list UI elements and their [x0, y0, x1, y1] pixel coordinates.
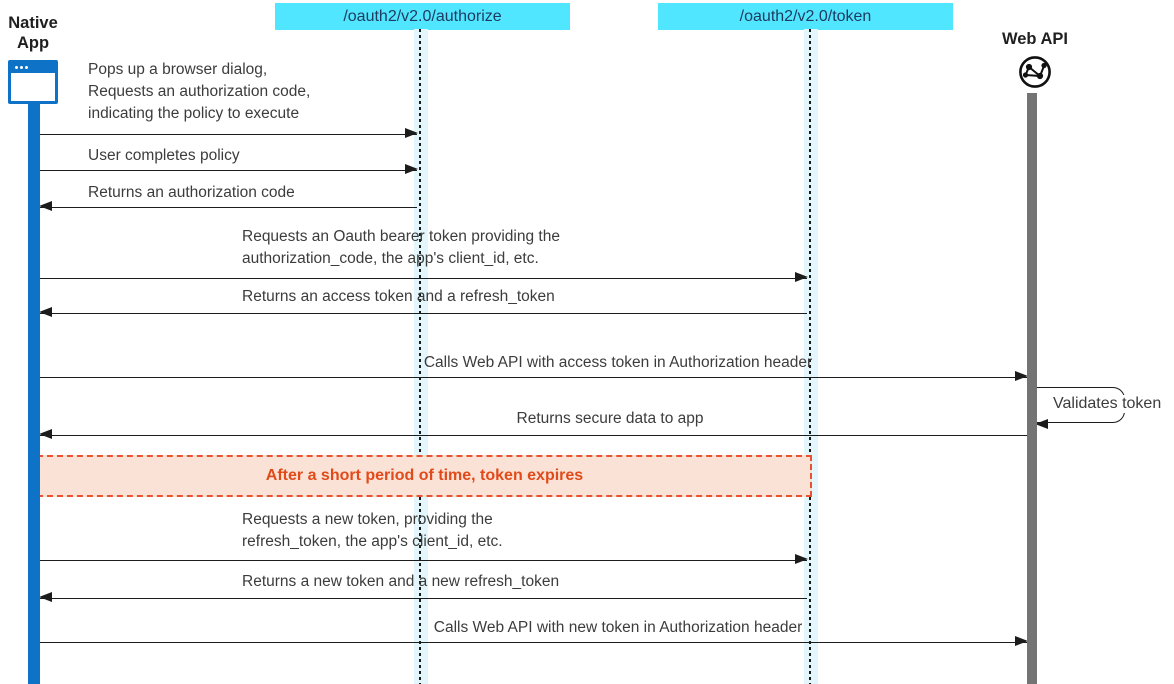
- actor-web-api-label: Web API: [1001, 30, 1068, 48]
- authorize-lifeline-band: [414, 29, 428, 684]
- actor-token-endpoint: /oauth2/v2.0/token: [658, 3, 953, 30]
- actor-native-app-label: Native App: [8, 14, 58, 52]
- message-label: Calls Web API with access token in Autho…: [423, 354, 813, 371]
- message-arrow: [39, 307, 807, 318]
- message-arrow: [40, 636, 1028, 647]
- arrowhead-left-icon: [39, 201, 52, 212]
- message-arrow: [39, 429, 1027, 440]
- arrowhead-left-icon: [39, 429, 52, 440]
- globe-network-icon: [1017, 54, 1053, 90]
- message-label: Requests an Oauth bearer token providing…: [242, 228, 560, 267]
- token-lifeline: [809, 29, 811, 684]
- message-arrow: [39, 201, 417, 212]
- message-label: Returns an authorization code: [88, 184, 295, 201]
- token-lifeline-band: [804, 29, 818, 684]
- arrowhead-right-icon: [1015, 371, 1028, 382]
- browser-titlebar: [11, 63, 55, 73]
- message-arrow: [40, 164, 418, 175]
- arrowhead-right-icon: [795, 554, 808, 565]
- message-label: Returns an access token and a refresh_to…: [242, 288, 555, 305]
- message-label: Returns a new token and a new refresh_to…: [242, 573, 560, 590]
- browser-titlebar-dots: [15, 66, 18, 69]
- message-label: Validates token: [1050, 395, 1165, 413]
- message-arrow: [40, 554, 808, 565]
- message-arrow: [39, 592, 807, 603]
- authorize-lifeline: [419, 29, 421, 684]
- message-arrow: [40, 371, 1028, 382]
- actor-authorize-endpoint: /oauth2/v2.0/authorize: [275, 3, 570, 30]
- arrowhead-right-icon: [795, 272, 808, 283]
- native-app-activation-bar: [28, 104, 40, 684]
- message-label: Requests a new token, providing the refr…: [242, 511, 503, 550]
- arrowhead-right-icon: [1015, 636, 1028, 647]
- message-label: Pops up a browser dialog, Requests an au…: [88, 61, 311, 122]
- arrowhead-left-icon: [1035, 419, 1048, 429]
- arrowhead-right-icon: [405, 164, 418, 175]
- browser-window-icon: [8, 60, 58, 104]
- message-label: Returns secure data to app: [516, 410, 704, 427]
- web-api-lifeline-bar: [1027, 93, 1037, 684]
- arrowhead-left-icon: [39, 592, 52, 603]
- arrowhead-left-icon: [39, 307, 52, 318]
- message-label: Calls Web API with new token in Authoriz…: [433, 619, 803, 636]
- arrowhead-right-icon: [405, 128, 418, 139]
- token-expires-note: After a short period of time, token expi…: [37, 455, 812, 497]
- message-label: User completes policy: [88, 147, 240, 164]
- message-arrow: [40, 128, 418, 139]
- message-arrow: [40, 272, 808, 283]
